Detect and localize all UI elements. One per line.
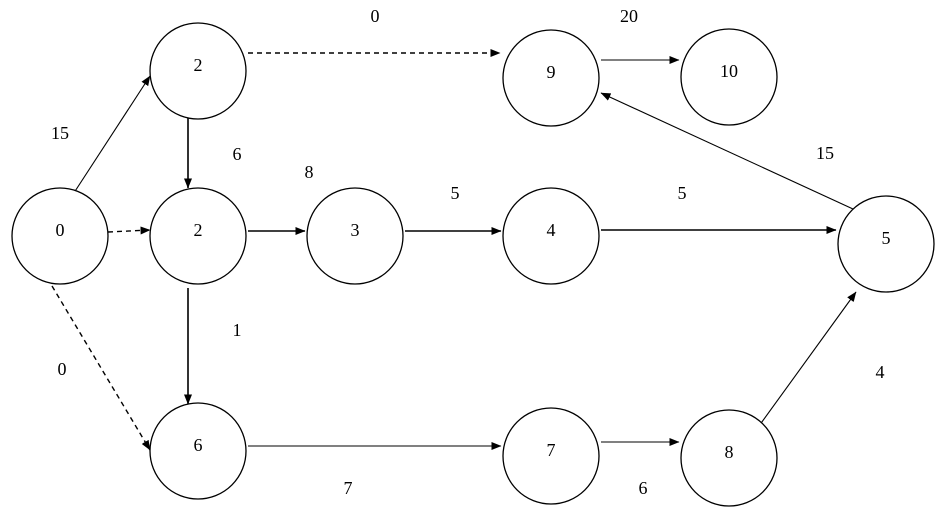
node-label: 6 (194, 435, 203, 455)
node-label: 7 (547, 440, 556, 460)
edge-arrow-5-9 (600, 92, 854, 210)
node-circle (149, 22, 247, 120)
node-8: 8 (680, 409, 778, 507)
edge-arrow-0-6 (51, 285, 151, 451)
node-2a: 2 (149, 22, 247, 120)
node-4: 4 (502, 187, 600, 285)
edge-label-6-7: 7 (344, 478, 353, 498)
edge-label-9-10: 20 (620, 6, 638, 26)
node-circle (837, 195, 935, 293)
edge-label-0-2a: 15 (51, 123, 69, 143)
node-circle (502, 187, 600, 285)
edge-arrow-0-2b (107, 226, 151, 235)
edge-label-7-8: 6 (639, 478, 648, 498)
edge-label-8-5: 4 (876, 362, 885, 382)
node-circle (149, 187, 247, 285)
node-label: 0 (56, 220, 65, 240)
node-circle (306, 187, 404, 285)
node-circle (502, 407, 600, 505)
node-3: 3 (306, 187, 404, 285)
node-label: 2 (194, 55, 203, 75)
edge-label-5-9: 15 (816, 143, 834, 163)
edge-label-2a-9: 0 (371, 6, 380, 26)
node-6: 6 (149, 402, 247, 500)
edge-label-0-6: 0 (58, 359, 67, 379)
edges-layer (51, 49, 857, 451)
edge-arrow-8-5 (758, 291, 857, 427)
edge-label-2b-6: 1 (233, 320, 242, 340)
node-2b: 2 (149, 187, 247, 285)
edge-label-2b-3: 8 (305, 162, 314, 182)
node-label: 9 (547, 62, 556, 82)
edge-label-2a-2b: 6 (233, 144, 242, 164)
edge-label-3-4: 5 (451, 183, 460, 203)
node-circle (680, 409, 778, 507)
edge-arrow-0-2a (67, 75, 151, 203)
node-circle (502, 29, 600, 127)
node-label: 3 (351, 220, 360, 240)
node-label: 4 (547, 220, 556, 240)
node-circle (149, 402, 247, 500)
node-9: 9 (502, 29, 600, 127)
node-label: 10 (720, 61, 738, 81)
edge-label-4-5: 5 (678, 183, 687, 203)
node-0: 0 (11, 187, 109, 285)
node-label: 5 (882, 228, 891, 248)
node-5: 5 (837, 195, 935, 293)
node-label: 8 (725, 442, 734, 462)
node-circle (680, 28, 778, 126)
node-10: 10 (680, 28, 778, 126)
node-7: 7 (502, 407, 600, 505)
node-label: 2 (194, 220, 203, 240)
node-circle (11, 187, 109, 285)
